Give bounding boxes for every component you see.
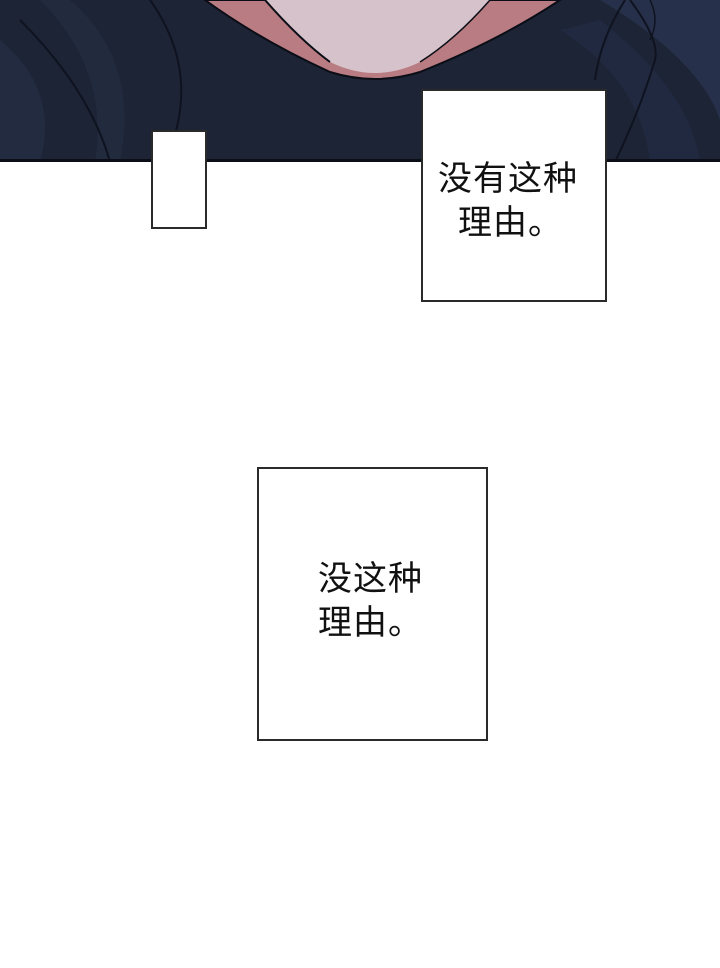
caption-box-2: 没这种 理由。 bbox=[257, 467, 488, 741]
caption-1-line-2: 理由。 bbox=[458, 203, 563, 243]
caption-2-line-2: 理由。 bbox=[318, 603, 423, 643]
character-artwork-top bbox=[0, 0, 720, 162]
caption-1-line-1: 没有这种 bbox=[438, 159, 578, 199]
caption-box-1: 没有这种 理由。 bbox=[421, 89, 607, 302]
panel-edge-line bbox=[0, 159, 720, 162]
empty-caption-box bbox=[151, 130, 207, 229]
shirt-and-neck-illustration bbox=[0, 0, 720, 162]
caption-2-line-1: 没这种 bbox=[318, 559, 423, 599]
